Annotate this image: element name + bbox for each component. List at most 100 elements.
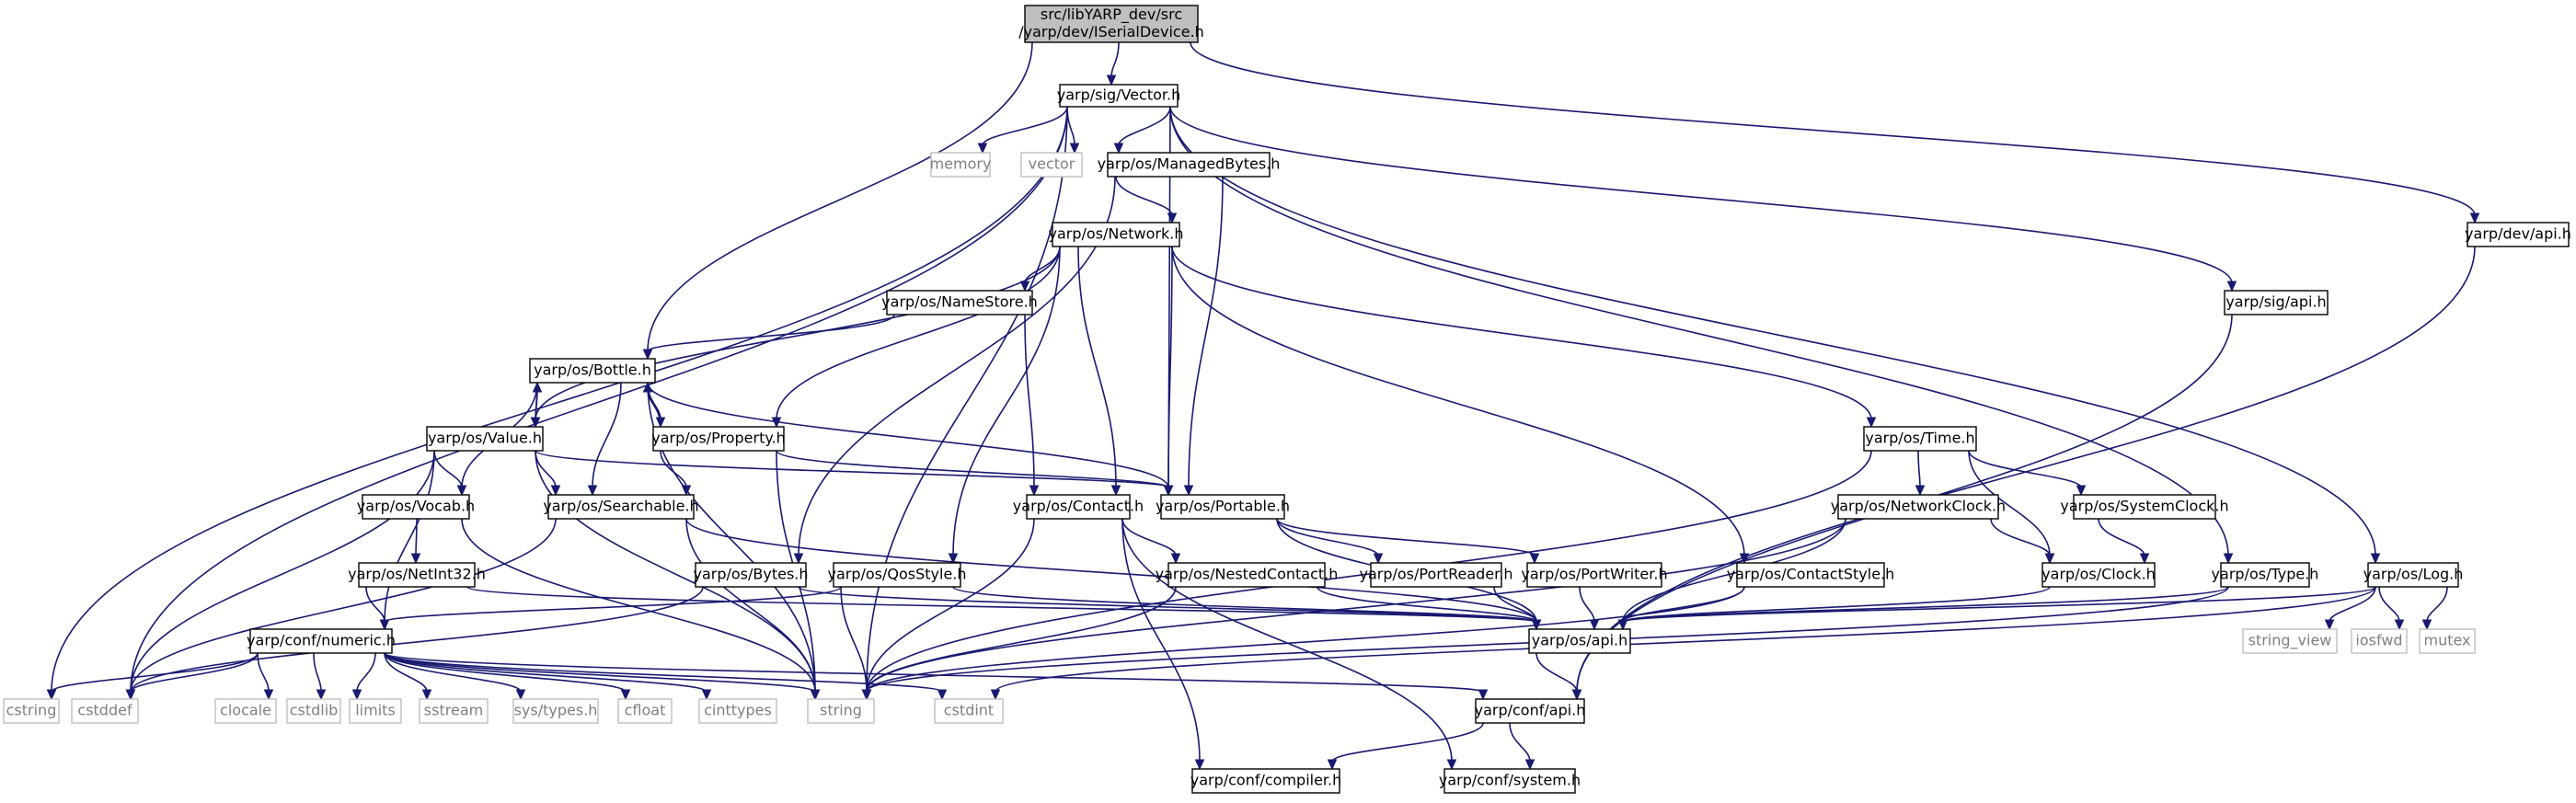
edge-namestore-to-bottle bbox=[642, 314, 895, 361]
edge-bytes-to-cstddef bbox=[125, 586, 704, 701]
edge-arrowhead bbox=[810, 689, 821, 701]
node-log[interactable]: yarp/os/Log.h bbox=[2363, 562, 2464, 588]
node-label: cstring bbox=[6, 702, 57, 719]
node-box bbox=[1475, 698, 1585, 724]
node-confapi[interactable]: yarp/conf/api.h bbox=[1475, 698, 1586, 724]
edge-arrowhead bbox=[1571, 689, 1582, 701]
node-time[interactable]: yarp/os/Time.h bbox=[1863, 426, 1977, 452]
node-sigapi[interactable]: yarp/sig/api.h bbox=[2224, 290, 2329, 315]
edge-line bbox=[1579, 586, 1595, 623]
edge-vector-to-stdvector bbox=[1066, 106, 1080, 155]
edge-line bbox=[130, 450, 435, 693]
edge-numeric-to-cstdlib bbox=[313, 652, 327, 701]
node-box bbox=[934, 698, 1004, 724]
edge-numeric-to-clocale bbox=[257, 652, 274, 701]
edge-log-to-mutex bbox=[2421, 586, 2448, 631]
edge-line bbox=[461, 518, 816, 693]
edge-line bbox=[1121, 518, 1201, 763]
edge-line bbox=[1917, 450, 1921, 488]
edge-line bbox=[415, 518, 418, 556]
node-box bbox=[1837, 494, 1999, 520]
edge-line bbox=[1622, 518, 1846, 623]
node-property[interactable]: yarp/os/Property.h bbox=[651, 426, 786, 452]
node-label: yarp/os/Portable.h bbox=[1156, 498, 1290, 515]
edge-line bbox=[1622, 586, 2376, 623]
node-numeric[interactable]: yarp/conf/numeric.h bbox=[247, 628, 396, 654]
node-vocab[interactable]: yarp/os/Vocab.h bbox=[357, 494, 475, 520]
edge-line bbox=[384, 586, 842, 623]
nodes-layer: src/libYARP_dev/src/yarp/dev/ISerialDevi… bbox=[3, 5, 2571, 794]
edge-root-to-devapi bbox=[1190, 41, 2480, 224]
edge-arrowhead bbox=[2044, 553, 2055, 565]
node-network[interactable]: yarp/os/Network.h bbox=[1049, 222, 1184, 247]
node-mutex: mutex bbox=[2419, 628, 2476, 654]
node-box bbox=[833, 562, 961, 588]
edge-arrowhead bbox=[421, 689, 432, 701]
edge-line bbox=[1171, 246, 1745, 556]
node-label: cstdlib bbox=[290, 702, 339, 719]
node-managed[interactable]: yarp/os/ManagedBytes.h bbox=[1098, 152, 1281, 178]
node-searchable[interactable]: yarp/os/Searchable.h bbox=[543, 494, 699, 520]
node-bottle[interactable]: yarp/os/Bottle.h bbox=[529, 358, 656, 384]
node-namestore[interactable]: yarp/os/NameStore.h bbox=[881, 290, 1038, 315]
node-system[interactable]: yarp/conf/system.h bbox=[1439, 768, 1581, 794]
edge-arrowhead bbox=[2370, 553, 2381, 565]
node-netint[interactable]: yarp/os/NetInt32.h bbox=[348, 562, 486, 588]
node-label: yarp/dev/api.h bbox=[2465, 225, 2571, 243]
node-writer[interactable]: yarp/os/PortWriter.h bbox=[1521, 562, 1668, 588]
node-box bbox=[214, 698, 277, 724]
edge-line bbox=[647, 389, 661, 428]
node-bytes[interactable]: yarp/os/Bytes.h bbox=[693, 562, 809, 588]
edge-line bbox=[1622, 586, 2229, 623]
node-value[interactable]: yarp/os/Value.h bbox=[426, 426, 544, 452]
node-label: yarp/os/PortReader.h bbox=[1359, 566, 1512, 583]
node-osapi[interactable]: yarp/os/api.h bbox=[1528, 628, 1631, 654]
edge-property-to-portable bbox=[776, 450, 1174, 497]
edge-line bbox=[1509, 722, 1531, 763]
edge-arrowhead bbox=[2226, 281, 2237, 293]
edge-value-to-bottle bbox=[532, 381, 543, 428]
node-box bbox=[1020, 152, 1083, 178]
edge-line bbox=[1276, 518, 1379, 556]
edge-property-to-searchable bbox=[660, 450, 692, 497]
edge-line bbox=[51, 652, 259, 693]
node-sysclock[interactable]: yarp/os/SystemClock.h bbox=[2060, 494, 2229, 520]
node-label: yarp/os/QosStyle.h bbox=[827, 566, 966, 583]
node-box bbox=[652, 426, 785, 452]
node-devapi[interactable]: yarp/dev/api.h bbox=[2465, 222, 2571, 247]
node-netclock[interactable]: yarp/os/NetworkClock.h bbox=[1831, 494, 2006, 520]
node-label: yarp/os/NetInt32.h bbox=[348, 566, 486, 583]
node-box bbox=[1443, 768, 1576, 794]
edge-arrowhead bbox=[1478, 689, 1489, 701]
node-qos[interactable]: yarp/os/QosStyle.h bbox=[827, 562, 967, 588]
node-clock[interactable]: yarp/os/Clock.h bbox=[2041, 562, 2156, 588]
node-vector[interactable]: yarp/sig/Vector.h bbox=[1057, 84, 1180, 108]
edge-numeric-to-sstream bbox=[384, 652, 432, 701]
edge-line bbox=[776, 246, 1061, 420]
node-label: yarp/os/PortWriter.h bbox=[1521, 566, 1667, 583]
node-portable[interactable]: yarp/os/Portable.h bbox=[1156, 494, 1290, 520]
edge-arrowhead bbox=[1019, 281, 1030, 293]
edge-line bbox=[840, 586, 868, 693]
node-contact[interactable]: yarp/os/Contact.h bbox=[1013, 494, 1144, 520]
node-box bbox=[2367, 562, 2459, 588]
edge-line bbox=[1493, 586, 1537, 623]
node-box bbox=[930, 152, 991, 178]
node-type[interactable]: yarp/os/Type.h bbox=[2212, 562, 2319, 588]
edge-line bbox=[1968, 450, 2051, 556]
node-label: yarp/os/Value.h bbox=[428, 430, 542, 447]
node-label: cinttypes bbox=[704, 702, 772, 719]
node-root[interactable]: src/libYARP_dev/src/yarp/dev/ISerialDevi… bbox=[1018, 5, 1204, 43]
node-box bbox=[2073, 494, 2216, 520]
node-label: memory bbox=[930, 155, 992, 173]
edge-arrowhead bbox=[1163, 485, 1174, 497]
node-compiler[interactable]: yarp/conf/compiler.h bbox=[1190, 768, 1342, 794]
node-nested[interactable]: yarp/os/NestedContact.h bbox=[1156, 562, 1339, 588]
node-contactstyle[interactable]: yarp/os/ContactStyle.h bbox=[1727, 562, 1895, 588]
node-box bbox=[1107, 152, 1271, 178]
node-reader[interactable]: yarp/os/PortReader.h bbox=[1359, 562, 1513, 588]
edge-arrowhead bbox=[948, 553, 959, 565]
edge-log-to-cstdint bbox=[990, 586, 2376, 701]
edge-line bbox=[535, 450, 816, 693]
edge-arrowhead bbox=[793, 553, 804, 565]
